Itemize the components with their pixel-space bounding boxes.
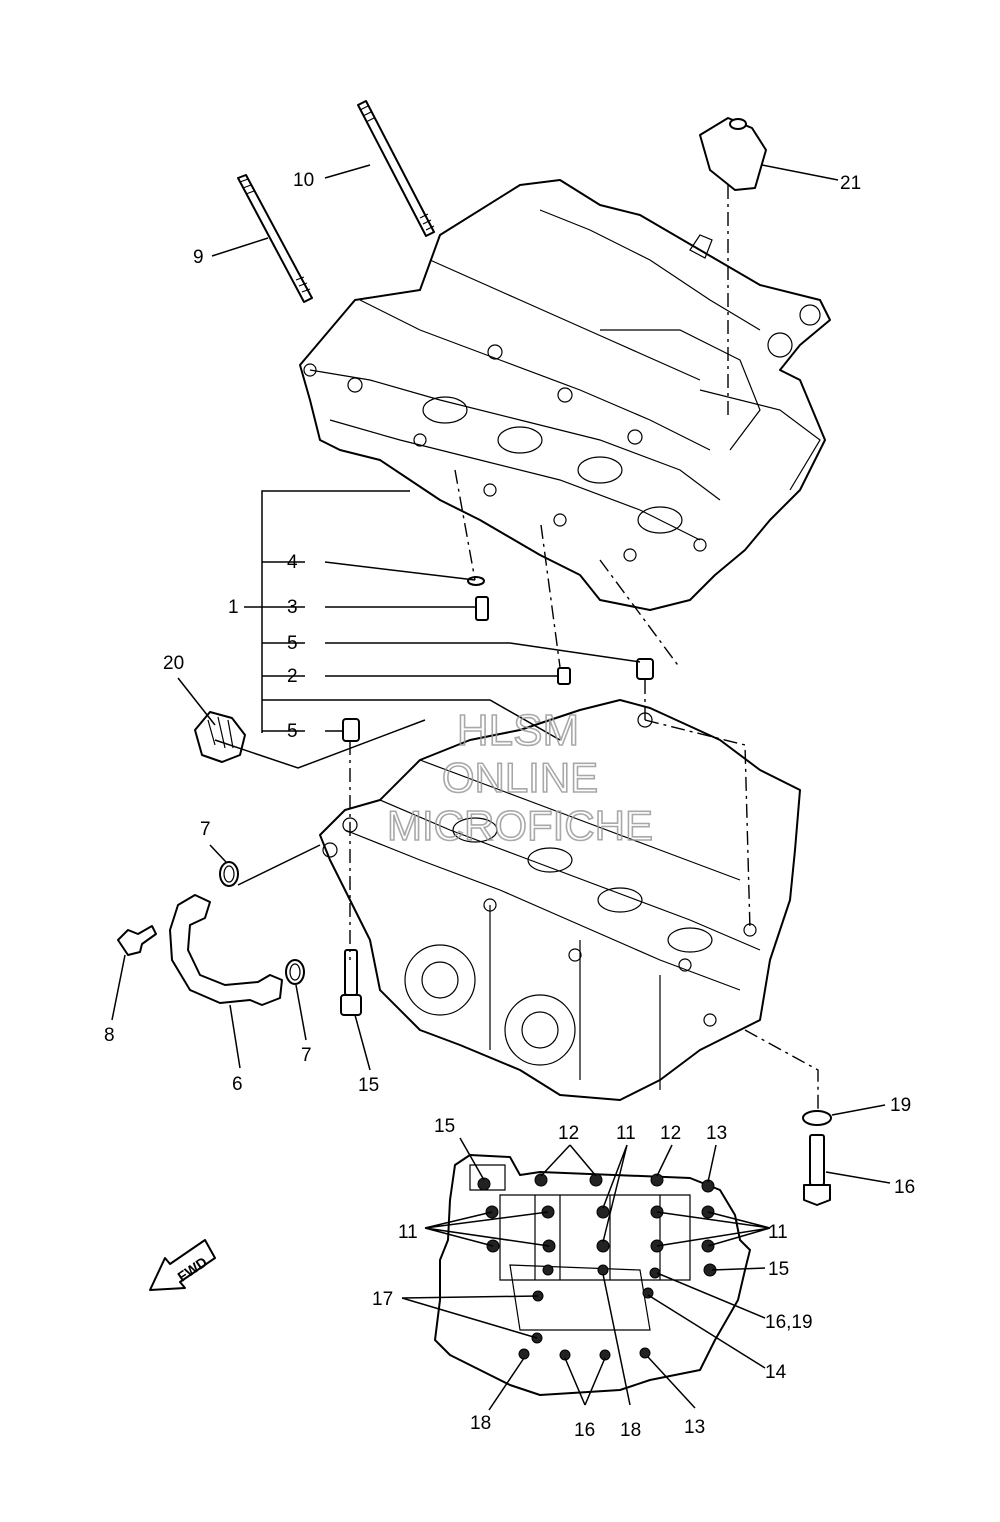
callout-13b: 13 <box>684 1417 705 1438</box>
part-7-oring-lower <box>285 959 305 985</box>
callout-16b: 16 <box>574 1420 595 1441</box>
callout-12a: 12 <box>558 1123 579 1144</box>
watermark-line3: MICROFICHE <box>387 802 653 849</box>
callout-18b: 18 <box>620 1420 641 1441</box>
bottom-view-crankcase <box>434 1154 751 1396</box>
callout-7a: 7 <box>200 819 211 840</box>
part-5-dowel-upper <box>636 658 654 680</box>
part-15-bolt <box>340 949 362 1016</box>
callout-21: 21 <box>840 173 861 194</box>
callout-9: 9 <box>193 247 204 268</box>
part-16-bolt <box>803 1134 831 1206</box>
callout-5b: 5 <box>287 721 298 742</box>
callout-14: 14 <box>765 1362 787 1383</box>
callout-labels: 1 2 3 4 5 5 6 7 7 8 9 10 11 11 11 12 12 … <box>104 170 915 1441</box>
callout-11c: 11 <box>768 1222 788 1243</box>
part-2-plug <box>557 667 571 685</box>
upper-crankcase <box>299 179 831 611</box>
watermark: HLSM ONLINE MICROFICHE <box>386 705 654 850</box>
watermark-line1: HLSM <box>457 706 579 755</box>
part-19-washer <box>802 1110 832 1126</box>
callout-11a: 11 <box>616 1123 636 1144</box>
fwd-arrow-icon: FWD <box>149 1239 216 1291</box>
callout-6: 6 <box>232 1074 243 1095</box>
callout-20: 20 <box>163 653 184 674</box>
callout-10: 10 <box>293 170 314 191</box>
part-5-dowel-lower <box>342 718 360 742</box>
part-3-pin <box>475 596 489 621</box>
callout-2: 2 <box>287 666 298 687</box>
watermark-line2: ONLINE <box>442 754 598 801</box>
callout-15a: 15 <box>358 1075 379 1096</box>
callout-18a: 18 <box>470 1413 491 1434</box>
part-20-plug <box>194 711 246 763</box>
part-7-oring-upper <box>219 861 239 887</box>
callout-15c: 15 <box>768 1259 789 1280</box>
part-21-breather-cover <box>699 117 767 191</box>
part-9-stud <box>237 174 313 303</box>
part-4-oring <box>467 576 485 586</box>
callout-5a: 5 <box>287 633 298 654</box>
callout-4: 4 <box>287 552 298 573</box>
callout-11b: 11 <box>398 1222 418 1243</box>
part-10-stud <box>357 100 435 237</box>
callout-16c: 16,19 <box>765 1312 813 1333</box>
callout-13a: 13 <box>706 1123 727 1144</box>
callout-16a: 16 <box>894 1177 915 1198</box>
callout-3: 3 <box>287 597 298 618</box>
callout-12b: 12 <box>660 1123 681 1144</box>
callout-7b: 7 <box>301 1045 312 1066</box>
part-8-bolt <box>117 925 157 956</box>
callout-19: 19 <box>890 1095 911 1116</box>
lower-crankcase <box>319 699 801 1101</box>
callout-1: 1 <box>228 597 239 618</box>
callout-15b: 15 <box>434 1116 455 1137</box>
callout-8: 8 <box>104 1025 115 1046</box>
leader-lines <box>111 164 891 1411</box>
part-6-oil-pipe <box>169 894 283 1006</box>
callout-17: 17 <box>372 1289 393 1310</box>
